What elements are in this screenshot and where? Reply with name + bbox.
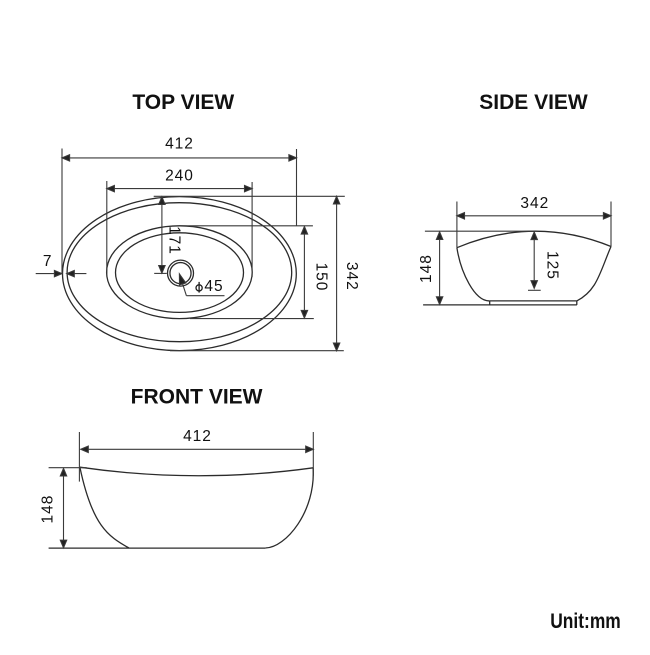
svg-text:SIDE VIEW: SIDE VIEW — [479, 91, 588, 114]
svg-text:171: 171 — [165, 226, 182, 255]
svg-text:148: 148 — [418, 254, 435, 283]
svg-text:125: 125 — [544, 251, 561, 280]
svg-text:342: 342 — [343, 262, 360, 291]
svg-text:412: 412 — [165, 136, 194, 153]
svg-text:342: 342 — [520, 195, 549, 212]
svg-text:Unit:mm: Unit:mm — [550, 609, 621, 633]
svg-text:TOP VIEW: TOP VIEW — [132, 91, 234, 114]
svg-text:148: 148 — [40, 495, 57, 524]
svg-text:7: 7 — [43, 253, 53, 270]
svg-text:150: 150 — [313, 263, 330, 292]
svg-text:412: 412 — [183, 428, 212, 445]
svg-text:240: 240 — [165, 168, 194, 185]
svg-text:45: 45 — [204, 278, 223, 295]
svg-text:FRONT VIEW: FRONT VIEW — [131, 385, 263, 408]
